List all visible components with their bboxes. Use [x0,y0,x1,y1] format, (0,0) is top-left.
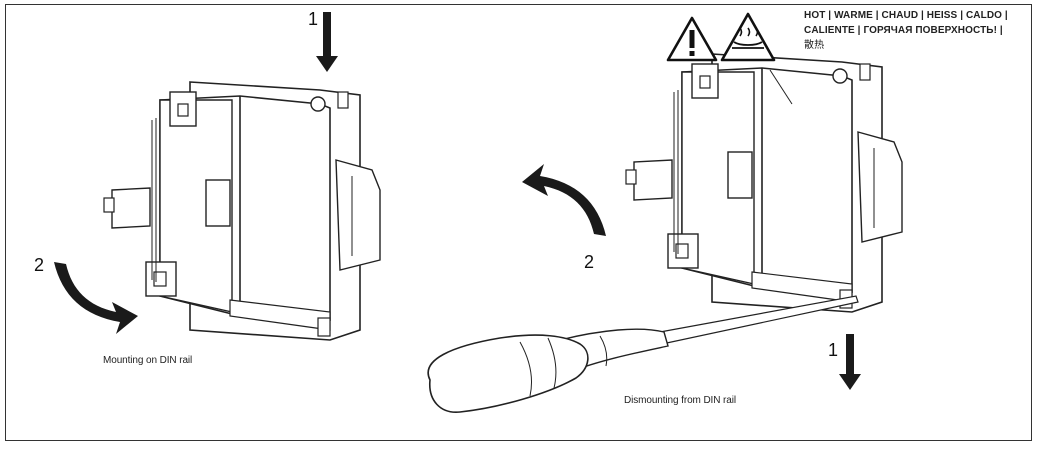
warning-line-2: CALIENTE | ГОРЯЧАЯ ПОВЕРХНОСТЬ! | [804,25,1003,36]
warning-line-3: 散热 [804,40,825,51]
screwdriver-icon [427,295,859,413]
mounting-step-1-label: 1 [308,9,319,29]
dismounting-step-1-label: 1 [828,340,839,360]
curved-arrow-icon [54,262,138,334]
hot-surface-icon [720,12,776,62]
arrow-down-icon [839,334,861,390]
diagram-frame [5,4,1032,441]
hot-surface-warning: HOT | WARME | CHAUD | HEISS | CALDO | CA… [804,8,1028,53]
curved-arrow-icon [522,164,606,236]
arrow-down-icon [316,12,338,72]
mounting-caption: Mounting on DIN rail [103,355,193,366]
dismounting-caption: Dismounting from DIN rail [624,395,736,406]
dismounting-step-2-label: 2 [584,252,595,272]
warning-line-1: HOT | WARME | CHAUD | HEISS | CALDO | [804,10,1008,21]
mounting-step-2-label: 2 [34,255,45,275]
warning-triangle-icon [666,16,718,62]
heat-pointer-line [769,69,793,105]
dismounting-module [625,53,903,313]
mounting-module [103,81,381,341]
